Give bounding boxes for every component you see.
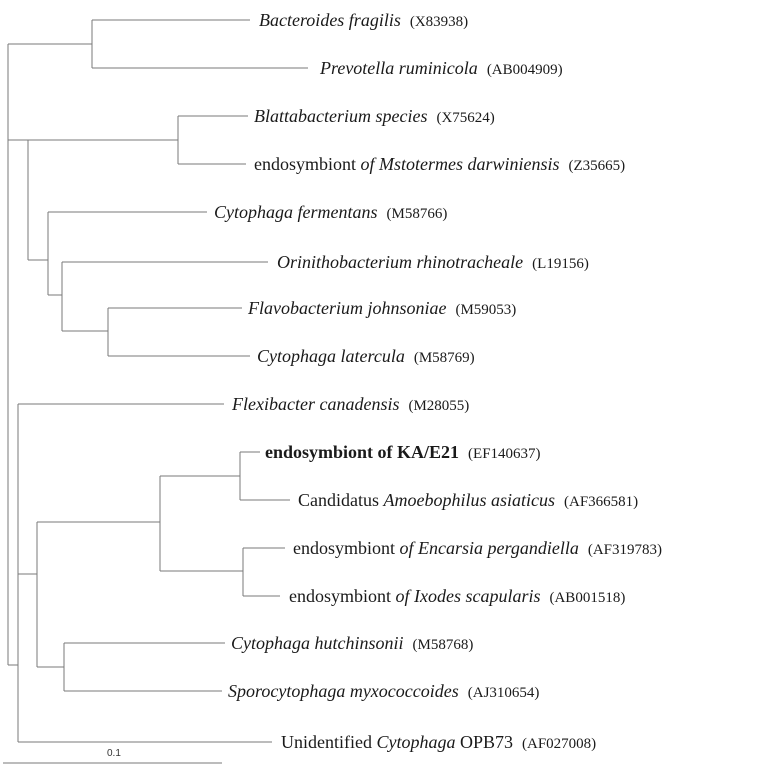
taxon-name: of Mstotermes darwiniensis xyxy=(360,154,560,174)
accession-number: (AF027008) xyxy=(522,736,597,752)
taxon-name: of Encarsia pergandiella xyxy=(399,538,579,558)
leaf-label: endosymbiont of Mstotermes darwiniensis (… xyxy=(254,153,625,177)
taxon-name: Bacteroides fragilis xyxy=(259,10,401,30)
accession-number: (L19156) xyxy=(532,256,589,272)
accession-number: (AF366581) xyxy=(564,494,639,510)
taxon-name: Cytophaga fermentans xyxy=(214,202,378,222)
leaf-label: Bacteroides fragilis (X83938) xyxy=(259,9,468,33)
label-text: OPB73 xyxy=(455,732,513,752)
leaf-label: Flavobacterium johnsoniae (M59053) xyxy=(248,297,516,321)
leaf-label: Cytophaga latercula (M58769) xyxy=(257,345,475,369)
taxon-name: Sporocytophaga myxococcoides xyxy=(228,681,459,701)
leaf-label: Unidentified Cytophaga OPB73 (AF027008) xyxy=(281,731,596,755)
accession-number: (M58766) xyxy=(386,206,448,222)
leaf-label: endosymbiont of Encarsia pergandiella (AF… xyxy=(293,537,662,561)
label-text: endosymbiont xyxy=(254,154,361,174)
label-text: Unidentified xyxy=(281,732,377,752)
accession-number: (AB001518) xyxy=(549,590,626,606)
leaf-label: Flexibacter canadensis (M28055) xyxy=(232,393,469,417)
taxon-name: Cytophaga hutchinsonii xyxy=(231,633,404,653)
accession-number: (AF319783) xyxy=(587,542,662,558)
leaf-label: Sporocytophaga myxococcoides (AJ310654) xyxy=(228,680,539,704)
leaf-label: endosymbiont of Ixodes scapularis (AB0015… xyxy=(289,585,625,609)
label-text: Candidatus xyxy=(298,490,384,510)
accession-number: (EF140637) xyxy=(468,446,541,462)
taxon-name: Amoebophilus asiaticus xyxy=(383,490,556,510)
leaf-label: Blattabacterium species (X75624) xyxy=(254,105,495,129)
leaf-label: Prevotella ruminicola (AB004909) xyxy=(320,57,563,81)
accession-number: (Z35665) xyxy=(568,158,626,174)
label-text: endosymbiont xyxy=(293,538,400,558)
taxon-name: Cytophaga latercula xyxy=(257,346,405,366)
taxon-name: Prevotella ruminicola xyxy=(320,58,478,78)
leaf-label: Cytophaga fermentans (M58766) xyxy=(214,201,447,225)
scale-bar-label: 0.1 xyxy=(107,748,121,759)
accession-number: (X75624) xyxy=(436,110,495,126)
accession-number: (M58768) xyxy=(412,637,474,653)
taxon-name: of Ixodes scapularis xyxy=(395,586,541,606)
taxon-name: Flavobacterium johnsoniae xyxy=(248,298,447,318)
label-text: endosymbiont xyxy=(289,586,396,606)
leaf-label: Cytophaga hutchinsonii (M58768) xyxy=(231,632,473,656)
accession-number: (X83938) xyxy=(409,14,469,30)
leaf-label: Orinithobacterium rhinotracheale (L19156) xyxy=(277,251,589,275)
accession-number: (M58769) xyxy=(413,350,475,366)
accession-number: (AJ310654) xyxy=(467,685,540,701)
accession-number: (M28055) xyxy=(408,398,470,414)
taxon-name: Flexibacter canadensis xyxy=(232,394,400,414)
accession-number: (AB004909) xyxy=(486,62,563,78)
taxon-name: Orinithobacterium rhinotracheale xyxy=(277,252,524,272)
taxon-name: Blattabacterium species xyxy=(254,106,428,126)
accession-number: (M59053) xyxy=(455,302,517,318)
highlighted-taxon: endosymbiont of KA/E21 xyxy=(265,442,460,462)
taxon-name: Cytophaga xyxy=(376,732,456,752)
leaf-label: endosymbiont of KA/E21 (EF140637) xyxy=(265,441,541,465)
leaf-label: Candidatus Amoebophilus asiaticus (AF3665… xyxy=(298,489,638,513)
